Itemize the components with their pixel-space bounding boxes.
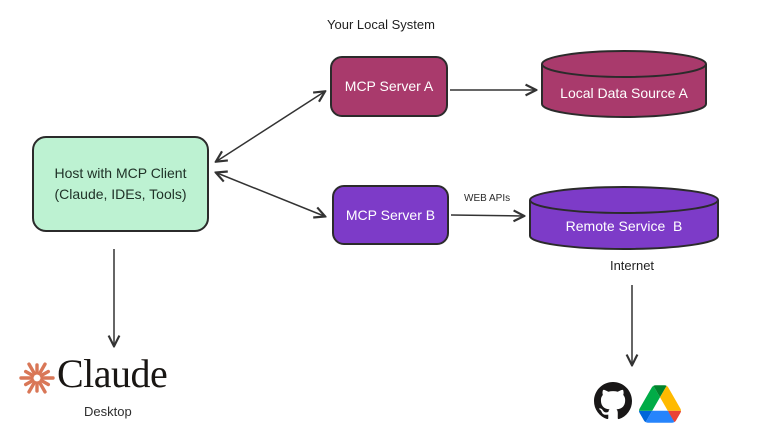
node-mcp-server-a: MCP Server A bbox=[330, 56, 448, 117]
node-local-data-source-a: Local Data Source A bbox=[541, 50, 707, 118]
cylinder-shape bbox=[529, 186, 719, 250]
server-b-label: MCP Server B bbox=[345, 206, 436, 223]
node-mcp-server-b: MCP Server B bbox=[332, 185, 449, 245]
label-web-apis: WEB APIs bbox=[464, 193, 511, 204]
label-internet: Internet bbox=[609, 258, 655, 273]
cylinder-shape bbox=[541, 50, 707, 118]
node-host-mcp-client: Host with MCP Client (Claude, IDEs, Tool… bbox=[32, 136, 209, 232]
claude-spark-icon bbox=[19, 362, 55, 394]
arrow-host-server-a bbox=[217, 92, 324, 161]
github-icon bbox=[594, 382, 632, 420]
remote-service-b-label: Remote Service B bbox=[565, 218, 683, 234]
host-label-line1: Host with MCP Client bbox=[54, 165, 187, 181]
host-label-line2: (Claude, IDEs, Tools) bbox=[54, 186, 187, 202]
arrow-server-b-remote-service bbox=[450, 215, 523, 216]
server-a-label: MCP Server A bbox=[344, 78, 434, 94]
node-remote-service-b: Remote Service B bbox=[529, 186, 719, 250]
google-drive-icon bbox=[639, 385, 681, 423]
claude-desktop-caption: Desktop bbox=[84, 404, 132, 419]
claude-wordmark: Claude bbox=[57, 351, 168, 396]
arrow-host-server-b bbox=[217, 173, 324, 216]
label-your-local-system: Your Local System bbox=[327, 17, 435, 32]
data-source-a-label: Local Data Source A bbox=[560, 85, 688, 101]
host-node-label: Host with MCP Client (Claude, IDEs, Tool… bbox=[54, 163, 186, 205]
